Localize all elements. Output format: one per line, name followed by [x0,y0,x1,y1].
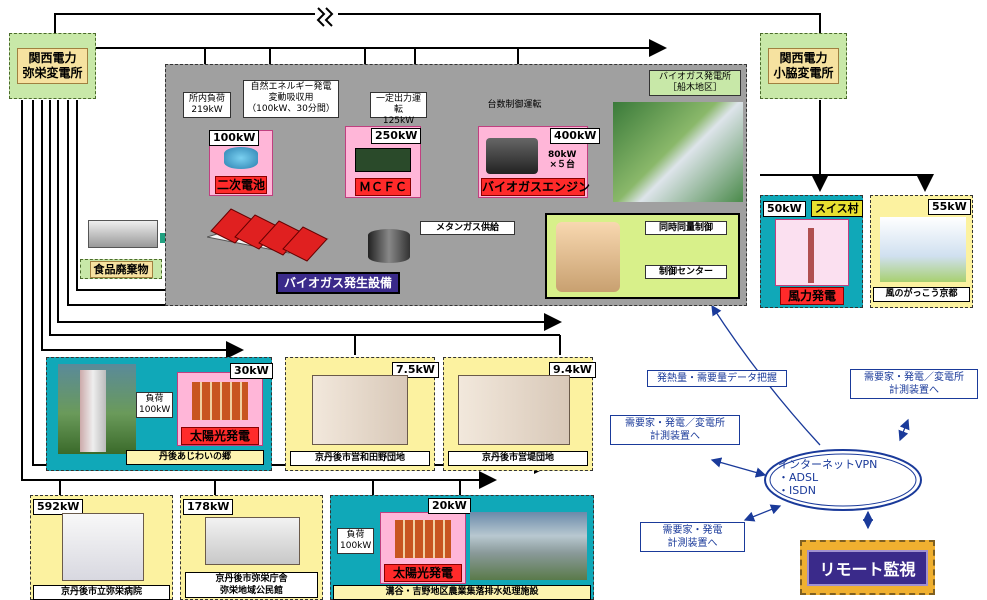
mizoya-photo [470,512,587,580]
ajiwai-kw: 30kW [230,363,273,379]
tsutsumi-label: 京丹後市営堤団地 [448,451,588,466]
office-label: 京丹後市弥栄庁舎 弥栄地域公民館 [185,572,318,598]
engine-kw: 400kW [550,128,600,144]
yasaka-substation-label: 関西電力 弥栄変電所 [17,48,87,84]
digester-label: バイオガス発生設備 [276,272,400,294]
battery-icon [224,147,258,169]
left-meter-label: 需要家・発電／変電所 計測装置へ [610,415,740,445]
engine-note: 80kW ×５台 [548,150,576,170]
office-building [205,517,300,565]
food-waste-box: 食品廃棄物 [80,259,162,279]
kowaki-substation: 関西電力 小脇変電所 [760,33,847,99]
digester-icon [207,205,332,263]
sync-control-label: 同時同量制御 [645,221,727,235]
ajiwai-load: 負荷 100kW [136,392,173,418]
wind-label: 風力発電 [780,287,844,305]
wadano-building [312,375,408,445]
mcfc-kw: 250kW [371,128,421,144]
remote-monitoring-box: リモート監視 [800,540,935,595]
ajiwai-pv-label: 太陽光発電 [181,427,259,445]
kaze-photo [880,217,966,282]
mizoya-label: 溝谷・吉野地区農業集落排水処理施設 [333,585,591,600]
internal-load-label: 所内負荷 219kW [183,92,231,118]
operator-icon [556,222,620,292]
mcfc-label: ＭＣＦＣ [355,178,411,196]
wadano-label: 京丹後市営和田野団地 [290,451,430,466]
battery-kw: 100kW [209,130,259,146]
right-meter-label: 需要家・発電／変電所 計測装置へ [850,369,978,399]
battery-label: 二次電池 [215,176,267,194]
office-kw: 178kW [183,499,233,515]
swiss-kw: 50kW [763,201,806,217]
vpn-label: インターネットVPN ・ADSL ・ISDN [778,458,908,497]
engine-label: バイオガスエンジン [481,178,585,196]
mizoya-load: 負荷 100kW [337,528,374,554]
truck-icon [88,220,158,248]
gas-supply-label: メタンガス供給 [420,221,515,235]
mcfc-icon [355,148,411,172]
food-waste-label: 食品廃棄物 [90,261,153,278]
bottom-meter-label: 需要家・発電 計測装置へ [640,522,745,552]
mizoya-pv-label: 太陽光発電 [384,564,462,582]
biogas-site-label: バイオガス発電所 ［船木地区］ [649,70,741,96]
tsutsumi-building [458,375,570,445]
heat-demand-label: 発熱量・需要量データ把握 [647,370,787,387]
engine-icon [486,138,538,174]
kowaki-substation-label: 関西電力 小脇変電所 [768,48,838,84]
ajiwai-pv-icon [192,382,248,420]
biogas-site-photo [613,102,743,202]
constant-output-label: 一定出力運転 125kW [370,92,427,118]
wind-turbine-icon [808,228,814,283]
gas-tank-icon [368,229,410,263]
hospital-building [62,513,144,581]
mizoya-kw: 20kW [428,498,471,514]
unit-control-label: 台数制御運転 [482,99,547,114]
control-center-label: 制御センター [645,265,727,279]
yasaka-substation: 関西電力 弥栄変電所 [9,33,96,99]
kaze-label: 風のがっこう京都 [873,287,970,302]
swiss-village-label: スイス村 [811,200,863,217]
hospital-label: 京丹後市立弥栄病院 [33,585,170,600]
mizoya-pv-icon [395,520,451,558]
kaze-kw: 55kW [928,199,971,215]
renewable-absorb-label: 自然エネルギー発電 変動吸収用 （100kW、30分間） [243,80,339,118]
remote-monitoring-label: リモート監視 [807,550,927,586]
ajiwai-label: 丹後あじわいの郷 [126,450,264,465]
tower-icon [80,370,106,452]
